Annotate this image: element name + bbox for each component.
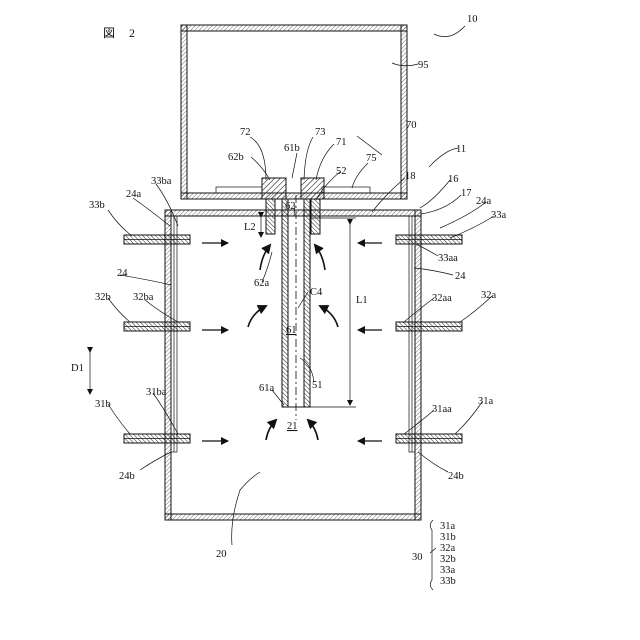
legend-item: 33b <box>440 576 456 587</box>
block-71 <box>301 178 324 199</box>
label-62: 62 <box>285 201 296 212</box>
label-75: 75 <box>366 153 377 164</box>
left-rods <box>171 216 177 452</box>
label-33ba: 33ba <box>151 176 172 187</box>
label-21: 21 <box>287 421 298 432</box>
label-10: 10 <box>467 14 478 25</box>
central-tube <box>282 195 310 420</box>
nozzle-33a <box>396 235 462 244</box>
sleeve-right <box>311 199 320 234</box>
label-20: 20 <box>216 549 227 560</box>
nozzle-32b <box>124 322 190 331</box>
nozzle-33b <box>124 235 190 244</box>
label-L2: L2 <box>244 222 256 233</box>
legend-item: 32b <box>440 554 456 565</box>
label-24-left: 24 <box>117 268 128 279</box>
label-31ba: 31ba <box>146 387 167 398</box>
label-61a: 61a <box>259 383 275 394</box>
label-33b: 33b <box>89 200 105 211</box>
label-24b-left: 24b <box>119 471 135 482</box>
upper-housing <box>181 25 407 199</box>
legend-item: 31b <box>440 532 456 543</box>
label-17: 17 <box>461 188 472 199</box>
label-52: 52 <box>336 166 347 177</box>
flow-arrows <box>202 243 382 441</box>
nozzle-31a <box>396 434 462 443</box>
nozzle-32a <box>396 322 462 331</box>
label-73: 73 <box>315 127 326 138</box>
label-31aa: 31aa <box>432 404 452 415</box>
label-31a: 31a <box>478 396 494 407</box>
label-L1: L1 <box>356 295 368 306</box>
nozzle-31b <box>124 434 190 443</box>
legend-item: 32a <box>440 543 456 554</box>
label-16: 16 <box>448 174 459 185</box>
label-32aa: 32aa <box>432 293 452 304</box>
block-72 <box>262 178 286 199</box>
label-33a: 33a <box>491 210 507 221</box>
label-32a: 32a <box>481 290 497 301</box>
figure-title: 図 2 <box>103 26 136 40</box>
label-72: 72 <box>240 127 251 138</box>
label-30: 30 <box>412 552 423 563</box>
lower-chamber <box>165 210 421 520</box>
label-95: 95 <box>418 60 429 71</box>
legend-group-30: 31a31b32a32b33a33b <box>440 521 456 587</box>
label-24a-left: 24a <box>126 189 142 200</box>
sleeve-left <box>266 199 275 234</box>
label-71: 71 <box>336 137 347 148</box>
label-62a: 62a <box>254 278 270 289</box>
label-11: 11 <box>456 144 466 155</box>
label-33aa: 33aa <box>438 253 458 264</box>
label-61: 61 <box>286 325 297 336</box>
label-24a-right: 24a <box>476 196 492 207</box>
label-18: 18 <box>405 171 416 182</box>
label-62b: 62b <box>228 152 244 163</box>
label-24-right: 24 <box>455 271 466 282</box>
label-D1: D1 <box>71 363 84 374</box>
label-70: 70 <box>406 120 417 131</box>
right-rods <box>409 216 415 452</box>
label-24b-right: 24b <box>448 471 464 482</box>
label-32b: 32b <box>95 292 111 303</box>
label-61b: 61b <box>284 143 300 154</box>
legend-item: 31a <box>440 521 456 532</box>
label-C4: C4 <box>310 287 323 298</box>
legend-item: 33a <box>440 565 456 576</box>
label-32ba: 32ba <box>133 292 154 303</box>
label-51: 51 <box>312 380 323 391</box>
label-31b: 31b <box>95 399 111 410</box>
